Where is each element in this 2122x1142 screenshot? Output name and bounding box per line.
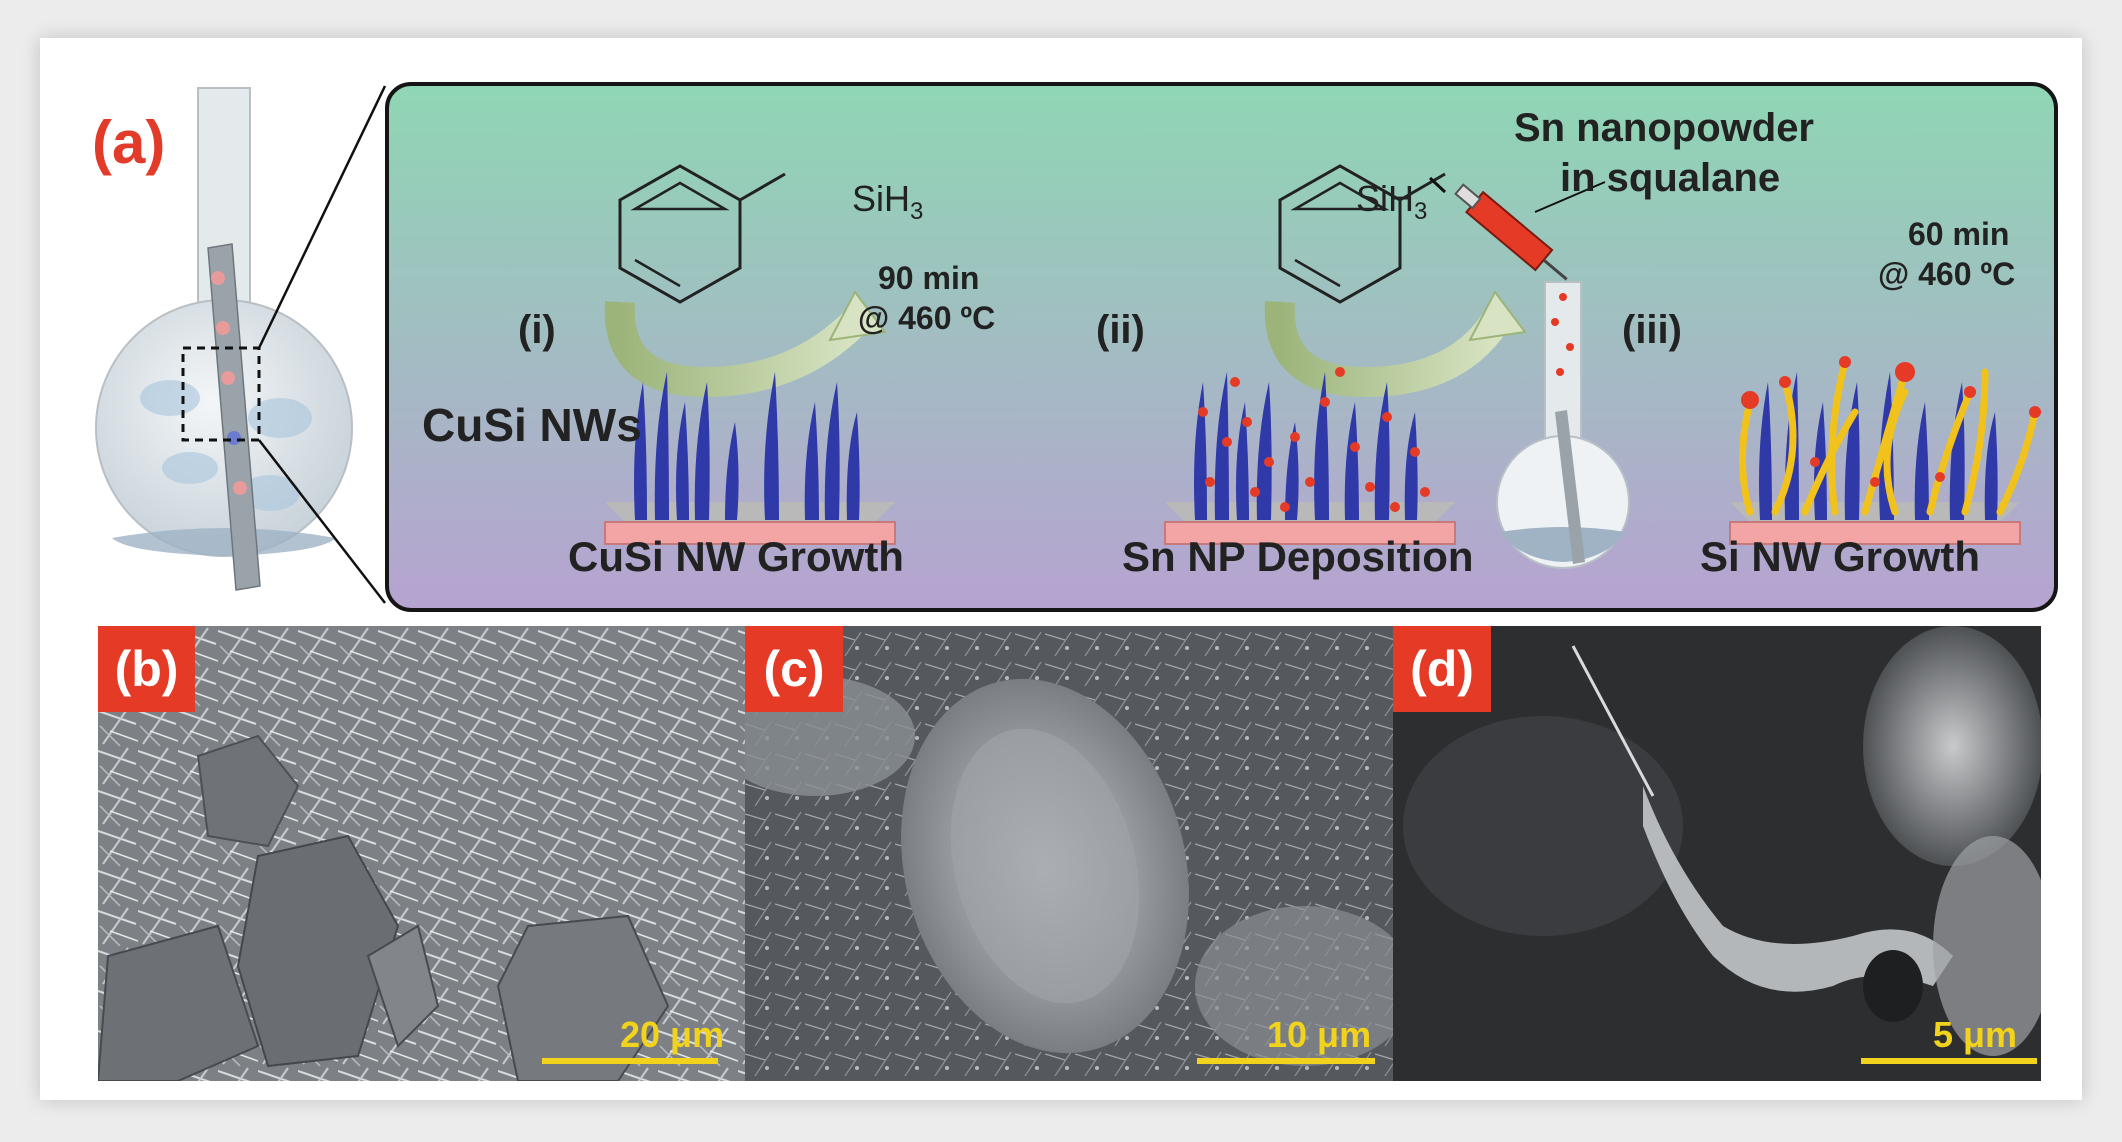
- scale-b-text: 20 μm: [620, 1014, 725, 1055]
- reagent-ii: SiH3: [1356, 178, 1428, 226]
- scale-c-bar: [1197, 1058, 1375, 1064]
- caption-i: CuSi NW Growth: [568, 533, 904, 580]
- si-nanowires: [1739, 358, 2039, 516]
- panel-b-label: (b): [98, 626, 195, 712]
- scheme-graphics: [604, 164, 2041, 569]
- sem-image-b: [98, 626, 745, 1081]
- syringe-label-2: in squalane: [1560, 156, 1781, 200]
- roman-ii: (ii): [1096, 308, 1145, 352]
- scale-d-text: 5 μm: [1933, 1014, 2018, 1055]
- syringe-icon: [1454, 183, 1568, 281]
- scale-b-bar: [542, 1058, 718, 1064]
- sem-image-c: [745, 626, 1393, 1081]
- sem-panel-c: (c) 10 μm: [745, 626, 1393, 1081]
- scale-c-text: 10 μm: [1267, 1014, 1372, 1055]
- scale-d-bar: [1861, 1058, 2037, 1064]
- reagent-i: SiH3: [852, 178, 924, 226]
- panel-d-label: (d): [1393, 626, 1491, 712]
- panel-c-label: (c): [745, 626, 843, 712]
- syringe-label-1: Sn nanopowder: [1514, 106, 1814, 150]
- time-i: 90 min: [878, 260, 980, 296]
- caption-ii: Sn NP Deposition: [1122, 533, 1474, 580]
- cusi-nw-label: CuSi NWs: [422, 399, 642, 451]
- sem-panel-d: (d) 5 μm: [1393, 626, 2041, 1081]
- sem-panel-b: (b) 20 μm: [98, 626, 745, 1081]
- small-flask-icon: [1496, 281, 1630, 569]
- temp-i: @ 460 ºC: [858, 300, 996, 336]
- sn-nanoparticles: [1198, 367, 1430, 512]
- sem-image-d: [1393, 626, 2041, 1081]
- roman-i: (i): [518, 308, 556, 352]
- panel-a-label: (a): [92, 109, 166, 176]
- time-iii: 60 min: [1908, 216, 2010, 252]
- caption-iii: Si NW Growth: [1700, 533, 1980, 580]
- roman-iii: (iii): [1622, 308, 1682, 352]
- figure-card: (a): [40, 38, 2082, 1100]
- cusi-nanowires: [634, 372, 860, 520]
- flask-illustration: [95, 85, 387, 604]
- temp-iii: @ 460 ºC: [1878, 256, 2016, 292]
